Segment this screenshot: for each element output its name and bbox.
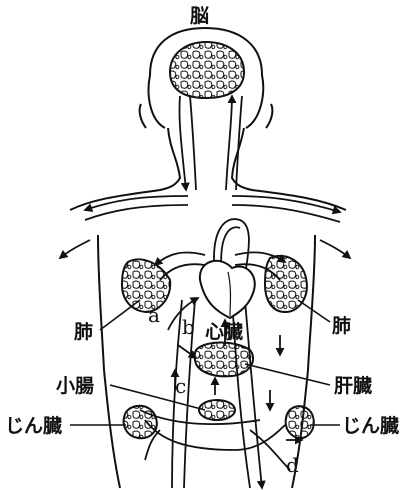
- lung-left: [122, 259, 170, 312]
- lung-right: [265, 256, 307, 312]
- liver: [195, 343, 254, 377]
- vessel-c-label: c: [175, 374, 186, 398]
- label-heart: 心臓: [205, 321, 243, 343]
- kidney-right: [286, 406, 314, 438]
- label-brain: 脳: [189, 5, 209, 27]
- vessel-b-label: b: [182, 315, 195, 339]
- label-kidney-left: じん臓: [5, 415, 62, 437]
- brain: [170, 42, 244, 98]
- label-small-intestine: 小腸: [56, 375, 94, 397]
- label-lung-left: 肺: [74, 321, 93, 343]
- label-liver: 肝臓: [334, 375, 372, 397]
- kidney-left: [124, 406, 157, 439]
- vessel-d-label: d: [286, 453, 299, 477]
- label-lung-right: 肺: [332, 315, 351, 337]
- label-kidney-right: じん臓: [342, 415, 399, 437]
- vessel-a-label: a: [148, 303, 160, 327]
